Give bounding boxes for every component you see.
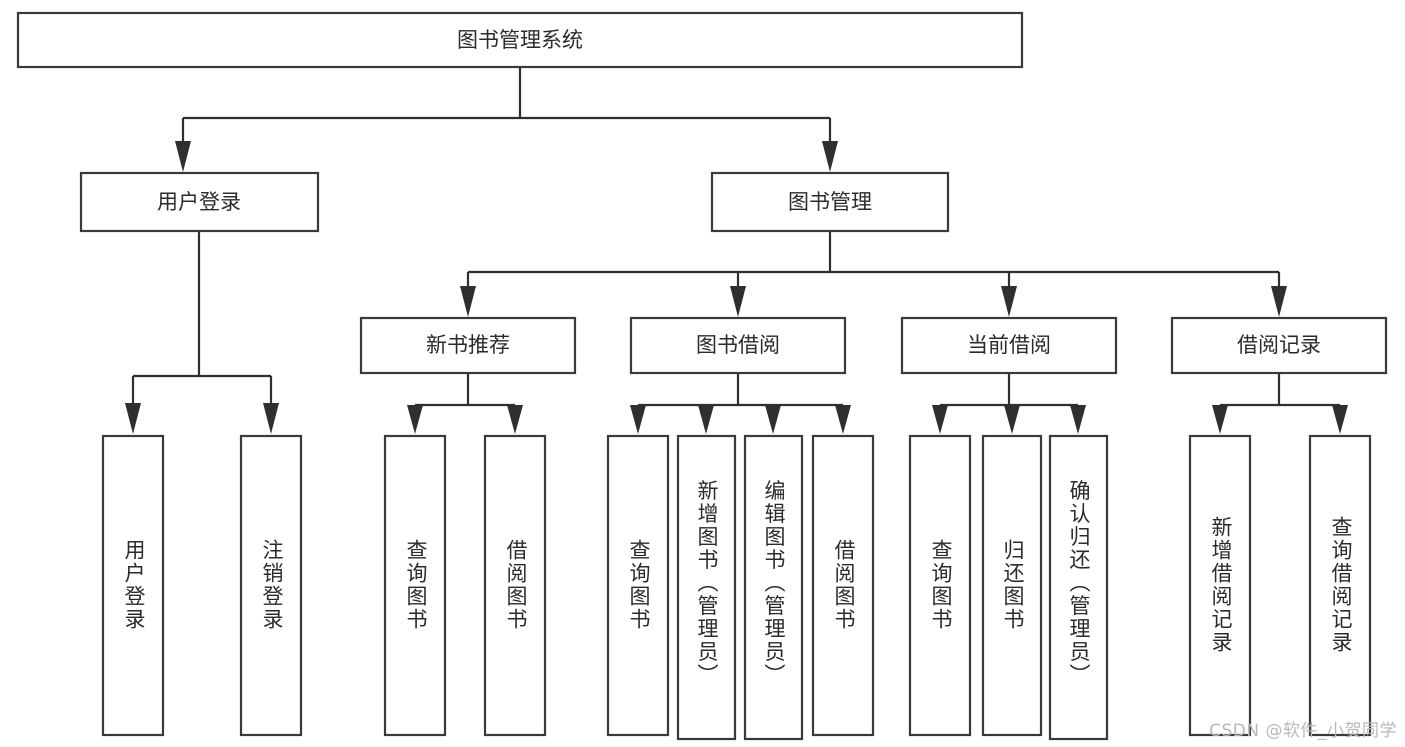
node-new-book-recommend[interactable]: 新书推荐 [359, 316, 577, 375]
node-leaf-return-book[interactable]: 归还图书 [981, 434, 1043, 737]
node-leaf-borrow-book-recommend-box[interactable] [483, 434, 547, 737]
node-leaf-logout[interactable]: 注销登录 [239, 434, 303, 737]
node-leaf-query-borrow-record-box[interactable] [1308, 434, 1372, 737]
node-current-borrow-box[interactable] [900, 316, 1118, 375]
node-leaf-borrow-book-recommend-label: 借阅图书 [504, 539, 528, 631]
node-leaf-borrow-book-box[interactable] [811, 434, 875, 737]
node-leaf-user-login-box[interactable] [101, 434, 165, 737]
node-leaf-return-book-box[interactable] [981, 434, 1043, 737]
node-leaf-logout-box[interactable] [239, 434, 303, 737]
node-leaf-user-login-label: 用户登录 [122, 539, 146, 631]
node-leaf-query-book-borrow-box[interactable] [606, 434, 670, 737]
node-user-login-label: 用户登录 [157, 190, 241, 214]
node-leaf-add-book-admin-label: 新增图书（管理员） [695, 480, 719, 687]
node-leaf-query-book-recommend[interactable]: 查询图书 [383, 434, 447, 737]
node-leaf-confirm-return-admin-label: 确认归还（管理员） [1067, 480, 1091, 687]
node-new-book-recommend-label: 新书推荐 [426, 333, 510, 357]
node-leaf-add-book-admin[interactable]: 新增图书（管理员） [676, 434, 737, 741]
node-leaf-borrow-book-recommend[interactable]: 借阅图书 [483, 434, 547, 737]
node-leaf-edit-book-admin[interactable]: 编辑图书（管理员） [743, 434, 804, 741]
arrow-head-leaf-confirm-return-admin [1070, 405, 1086, 434]
node-borrow-record-box[interactable] [1170, 316, 1388, 375]
node-current-borrow-label: 当前借阅 [967, 333, 1051, 357]
arrow-head-leaf-return-book [1004, 405, 1020, 434]
arrow-head-leaf-logout [263, 403, 279, 434]
node-leaf-user-login[interactable]: 用户登录 [101, 434, 165, 737]
arrow-head-book-manage [822, 141, 838, 172]
node-leaf-query-book-borrow[interactable]: 查询图书 [606, 434, 670, 737]
node-root[interactable]: 图书管理系统 [16, 11, 1024, 69]
arrow-head-leaf-query-book-recommend [407, 405, 423, 434]
node-root-label: 图书管理系统 [457, 28, 583, 52]
arrow-head-current-borrow [1001, 286, 1017, 317]
node-root-box[interactable] [16, 11, 1024, 69]
arrow-head-leaf-borrow-book [835, 405, 851, 434]
node-leaf-return-book-label: 归还图书 [1001, 539, 1025, 631]
arrow-head-leaf-add-borrow-record [1212, 405, 1228, 434]
node-user-login[interactable]: 用户登录 [79, 171, 320, 233]
arrow-head-new-book-recommend [460, 286, 476, 317]
node-book-manage-box[interactable] [710, 171, 950, 233]
node-book-borrow-box[interactable] [629, 316, 847, 375]
arrow-head-leaf-borrow-book-recommend [507, 405, 523, 434]
node-leaf-query-book-borrow-label: 查询图书 [627, 539, 651, 631]
node-book-manage[interactable]: 图书管理 [710, 171, 950, 233]
node-book-borrow[interactable]: 图书借阅 [629, 316, 847, 375]
node-book-manage-label: 图书管理 [788, 190, 872, 214]
node-leaf-query-book-current-label: 查询图书 [929, 539, 953, 631]
node-leaf-borrow-book-label: 借阅图书 [832, 539, 856, 631]
arrow-head-leaf-add-book-admin [698, 405, 714, 434]
node-leaf-add-borrow-record[interactable]: 新增借阅记录 [1188, 434, 1252, 737]
node-leaf-add-borrow-record-box[interactable] [1188, 434, 1252, 737]
node-new-book-recommend-box[interactable] [359, 316, 577, 375]
arrow-head-leaf-edit-book-admin [765, 405, 781, 434]
node-leaf-confirm-return-admin-box[interactable] [1048, 434, 1109, 741]
node-borrow-record-label: 借阅记录 [1237, 333, 1321, 357]
node-leaf-borrow-book[interactable]: 借阅图书 [811, 434, 875, 737]
arrow-head-leaf-query-book-borrow [630, 405, 646, 434]
node-current-borrow[interactable]: 当前借阅 [900, 316, 1118, 375]
arrow-head-leaf-query-borrow-record [1332, 405, 1348, 434]
arrow-head-leaf-query-book-current [932, 405, 948, 434]
node-borrow-record[interactable]: 借阅记录 [1170, 316, 1388, 375]
node-leaf-logout-label: 注销登录 [260, 539, 284, 631]
node-leaf-edit-book-admin-label: 编辑图书（管理员） [762, 480, 786, 687]
node-leaf-query-borrow-record[interactable]: 查询借阅记录 [1308, 434, 1372, 737]
node-leaf-query-book-recommend-box[interactable] [383, 434, 447, 737]
node-leaf-confirm-return-admin[interactable]: 确认归还（管理员） [1048, 434, 1109, 741]
connectors-layer [125, 67, 1348, 434]
node-leaf-add-borrow-record-label: 新增借阅记录 [1209, 516, 1233, 654]
node-user-login-box[interactable] [79, 171, 320, 233]
node-leaf-edit-book-admin-box[interactable] [743, 434, 804, 741]
arrow-head-borrow-record [1271, 286, 1287, 317]
node-leaf-query-book-current-box[interactable] [908, 434, 972, 737]
node-leaf-add-book-admin-box[interactable] [676, 434, 737, 741]
node-leaf-query-book-recommend-label: 查询图书 [404, 539, 428, 631]
arrow-head-user-login [175, 141, 191, 172]
node-leaf-query-book-current[interactable]: 查询图书 [908, 434, 972, 737]
arrow-head-leaf-user-login [125, 403, 141, 434]
node-book-borrow-label: 图书借阅 [696, 333, 780, 357]
arrow-head-book-borrow [730, 286, 746, 317]
node-leaf-query-borrow-record-label: 查询借阅记录 [1329, 516, 1353, 654]
